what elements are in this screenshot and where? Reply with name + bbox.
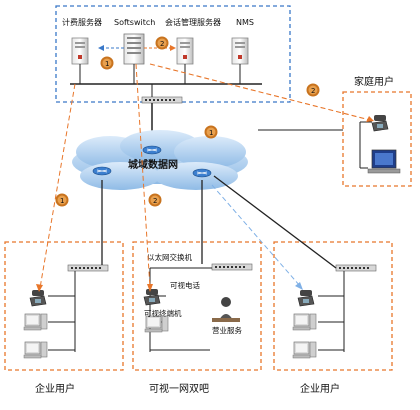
enterprise-right-pc2-icon — [292, 341, 317, 359]
billing-server-label: 计费服务器 — [62, 17, 102, 27]
nms-label: NMS — [236, 18, 254, 27]
marker-1-network: 1 — [204, 125, 218, 139]
cloud-router-right-icon — [192, 168, 212, 178]
core-switch-icon — [141, 96, 183, 104]
signal-line-left — [39, 83, 76, 289]
billing-server-icon — [71, 37, 89, 65]
signal-line-home — [149, 63, 371, 121]
svg-text:1: 1 — [105, 60, 109, 68]
softswitch-label: Softswitch — [114, 18, 155, 27]
video-bar-title: 可视一网双吧 — [149, 382, 209, 395]
marker-1-left: 1 — [55, 193, 69, 207]
enterprise-right-phone-icon — [297, 289, 315, 307]
metro-network-cloud — [72, 130, 248, 190]
marker-2-softswitch: 2 — [155, 36, 169, 50]
svg-text:2: 2 — [311, 87, 315, 95]
home-users-box — [342, 91, 412, 187]
service-desk-label: 营业服务 — [212, 325, 242, 335]
session-server-label: 会话管理服务器 — [165, 17, 221, 27]
bar-switch-icon — [211, 263, 253, 271]
enterprise-right-switch-icon — [335, 264, 377, 272]
cloud-router-left-icon — [92, 166, 112, 176]
nms-server-icon — [231, 37, 249, 65]
marker-1-core: 1 — [100, 56, 114, 70]
enterprise-right-pc1-icon — [292, 313, 317, 331]
svg-text:2: 2 — [153, 197, 157, 205]
video-bar-box — [132, 241, 262, 371]
marker-2-center: 2 — [148, 193, 162, 207]
metro-network-label: 城域数据网 — [128, 158, 178, 171]
video-phone-icon — [143, 288, 161, 306]
video-terminal-icon — [144, 315, 169, 333]
video-terminal-label: 可视终端机 — [144, 308, 182, 318]
enterprise-right-title: 企业用户 — [300, 382, 340, 395]
cloud-router-center-icon — [142, 145, 162, 155]
enterprise-left-phone-icon — [29, 289, 47, 307]
svg-text:1: 1 — [60, 197, 64, 205]
enterprise-left-title: 企业用户 — [35, 382, 75, 395]
marker-2-home: 2 — [306, 83, 320, 97]
enterprise-left-box — [4, 241, 124, 371]
enterprise-left-pc2-icon — [23, 341, 48, 359]
enterprise-right-box — [273, 241, 393, 371]
home-pc-icon — [367, 149, 401, 174]
core-servers-box — [55, 5, 291, 103]
home-users-title: 家庭用户 — [354, 75, 394, 88]
video-phone-label: 可视电话 — [170, 280, 200, 290]
signal-line-center — [135, 63, 151, 289]
service-desk-person-icon — [212, 297, 240, 322]
softswitch-icon — [123, 33, 145, 65]
svg-text:2: 2 — [160, 40, 164, 48]
enterprise-left-pc1-icon — [23, 313, 48, 331]
svg-text:1: 1 — [209, 129, 213, 137]
ethernet-switch-label: 以太网交换机 — [147, 252, 192, 262]
home-phone-icon — [371, 114, 389, 132]
session-server-icon — [176, 37, 194, 65]
signal-line-right — [211, 184, 301, 287]
enterprise-left-switch-icon — [67, 264, 109, 272]
